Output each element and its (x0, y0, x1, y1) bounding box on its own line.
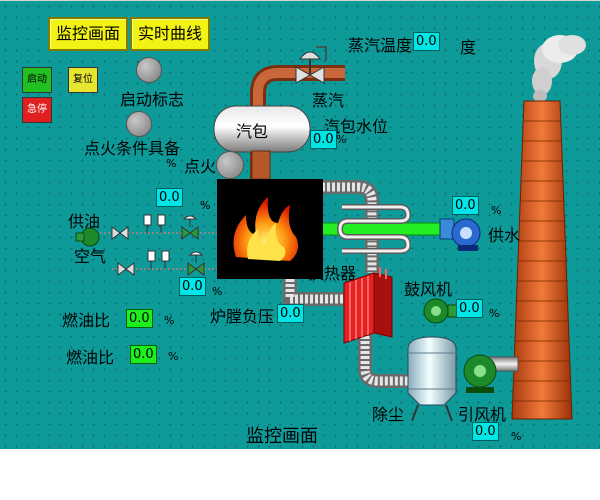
monitor-screen-button[interactable]: 监控画面 (48, 17, 128, 51)
scada-monitor-screen: 监控画面 实时曲线 启动 复位 急停 启动标志 点火条件具备 点火 % 蒸汽温度… (0, 0, 600, 449)
induced-fan-icon (463, 354, 497, 393)
oil-valve-icon (111, 226, 129, 240)
induced-fan-unit: % (511, 430, 522, 443)
blower-value: 0.0 (456, 299, 483, 318)
realtime-curve-button[interactable]: 实时曲线 (130, 17, 210, 51)
induced-fan-label: 引风机 (458, 405, 507, 424)
steam-drum-icon (213, 105, 311, 180)
air-control-valve-icon (187, 251, 205, 276)
fuel-ratio-2-value: 0.0 (130, 345, 157, 364)
start-flag-lamp (136, 57, 162, 83)
furnace-pressure-value: 0.0 (277, 304, 304, 323)
ignition-ready-label: 点火条件具备 (84, 139, 181, 158)
air-flow-meter-icon (147, 250, 170, 269)
oil-pump-icon (75, 227, 100, 247)
air-flow-unit: % (212, 285, 223, 298)
steam-label: 蒸汽 (312, 91, 345, 110)
furnace-pressure-label: 炉膛负压 (210, 307, 275, 326)
fuel-ratio-2-unit: % (168, 350, 179, 363)
chimney-icon (511, 100, 573, 420)
drum-label: 汽包 (236, 122, 269, 141)
water-supply-unit: % (491, 204, 502, 217)
fuel-flow-value: 0.0 (156, 188, 183, 207)
heat-exchanger-icon (336, 204, 412, 254)
unit-percent: % (166, 157, 177, 170)
ignition-ready-lamp (126, 111, 152, 137)
air-label: 空气 (74, 247, 107, 266)
fuel-supply-label: 供油 (68, 212, 101, 231)
footer-title: 监控画面 (246, 426, 318, 447)
emergency-stop-button[interactable]: 急停 (22, 97, 52, 123)
drum-level-unit: % (336, 133, 347, 146)
reset-button[interactable]: 复位 (68, 67, 98, 93)
air-preheater-icon (343, 267, 393, 344)
flue-duct (283, 180, 519, 388)
water-pump-icon (439, 218, 481, 251)
fuel-ratio-1-value: 0.0 (126, 309, 153, 328)
oil-flow-meter-icon (143, 214, 166, 233)
smoke-icon (532, 35, 586, 102)
dust-removal-label: 除尘 (372, 405, 405, 424)
steam-temp-value: 0.0 (413, 32, 440, 51)
blower-label: 鼓风机 (404, 280, 453, 299)
start-flag-label: 启动标志 (120, 90, 185, 109)
start-button[interactable]: 启动 (22, 67, 52, 93)
air-flow-value: 0.0 (179, 277, 206, 296)
blower-unit: % (489, 307, 500, 320)
heat-exchanger-label: 换热器 (308, 264, 357, 283)
steam-temp-label: 蒸汽温度 (348, 36, 413, 55)
drum-level-label: 汽包水位 (324, 117, 389, 136)
steam-temp-unit: 度 (460, 38, 477, 57)
process-diagram (75, 35, 586, 422)
blower-fan-icon (423, 298, 459, 324)
fuel-ratio-1-label: 燃油比 (62, 311, 111, 330)
water-supply-value: 0.0 (452, 196, 479, 215)
drum-level-value: 0.0 (310, 130, 337, 149)
fuel-ratio-1-unit: % (164, 314, 175, 327)
steam-valve-icon (295, 46, 327, 84)
furnace-flame-icon (217, 179, 323, 279)
ignite-label: 点火 (184, 157, 217, 176)
fuel-ratio-2-label: 燃油比 (66, 348, 115, 367)
oil-control-valve-icon (181, 215, 199, 240)
ignite-lamp (216, 151, 244, 179)
steam-pipe (250, 65, 345, 179)
dust-collector-icon (407, 336, 457, 422)
water-supply-label: 供水 (488, 226, 521, 245)
air-valve-icon (117, 262, 135, 276)
fuel-flow-unit: % (200, 199, 211, 212)
induced-fan-value: 0.0 (472, 422, 499, 441)
